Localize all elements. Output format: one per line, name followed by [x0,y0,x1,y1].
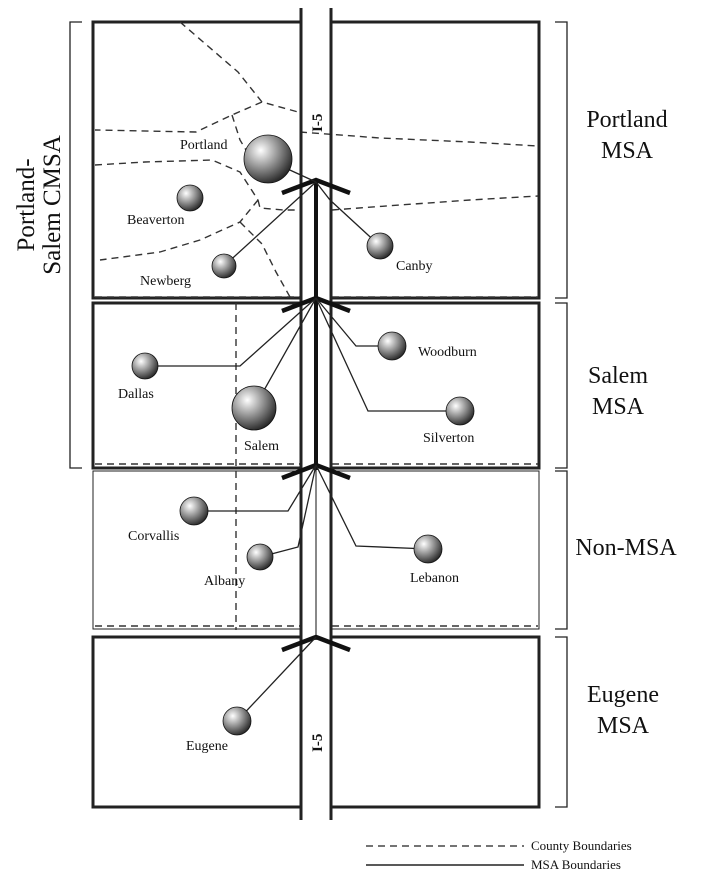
city-marker-newberg [211,253,237,279]
cmsa-label-line1: Portland- [13,158,40,251]
city-label-albany: Albany [204,574,245,589]
region-label-portland-line2: MSA [601,138,654,164]
eugene-msa-left-box [91,635,303,809]
city-labels: Portland Beaverton Newberg Canby Dallas … [118,138,477,754]
region-label-eugene-line1: Eugene [587,682,659,708]
county-boundaries [94,21,539,630]
i5-label-bottom: I-5 [310,734,326,752]
city-connectors [145,159,460,722]
city-label-eugene: Eugene [186,739,228,754]
city-label-corvallis: Corvallis [128,529,179,544]
legend-msa-label: MSA Boundaries [531,857,621,872]
i5-label-top: I-5 [310,114,326,132]
region-label-salem-line2: MSA [592,394,645,420]
cmsa-label-line2: Salem CMSA [39,135,66,275]
connector-corvallis [194,464,317,512]
legend: County Boundaries MSA Boundaries [366,838,632,872]
region-label-nonmsa: Non-MSA [575,535,677,561]
connector-silverton [315,297,460,412]
city-markers [131,134,475,736]
chevron-eugene [281,634,351,653]
connector-lebanon [315,464,429,550]
city-marker-dallas [131,352,159,380]
city-label-newberg: Newberg [140,274,191,289]
city-marker-silverton [445,396,475,426]
city-marker-lebanon [413,534,443,564]
city-marker-corvallis [179,496,209,526]
city-marker-woodburn [377,331,407,361]
city-marker-canby [366,232,394,260]
portland-msa-right-box [329,20,541,300]
city-label-lebanon: Lebanon [410,571,459,586]
region-label-eugene-line2: MSA [597,713,650,739]
city-marker-salem [231,385,277,431]
city-label-salem: Salem [244,439,279,454]
msa-brackets [555,21,568,808]
i5-corridor [299,8,333,820]
city-marker-albany [246,543,274,571]
city-marker-beaverton [176,184,204,212]
city-label-beaverton: Beaverton [127,213,185,228]
region-label-portland-line1: Portland [586,107,667,133]
legend-county-label: County Boundaries [531,838,632,853]
connector-newberg [223,181,317,267]
city-marker-portland [243,134,293,184]
connector-dallas [145,297,317,367]
region-labels: Portland MSA Salem MSA Non-MSA Eugene MS… [575,107,677,739]
city-label-woodburn: Woodburn [418,345,477,360]
city-label-dallas: Dallas [118,387,154,402]
region-label-salem-line1: Salem [588,363,648,389]
cmsa-bracket [69,21,82,469]
chevron-portland [281,177,351,196]
eugene-msa-right-box [329,635,541,809]
cmsa-label: Portland- Salem CMSA [13,135,66,275]
city-label-silverton: Silverton [423,431,474,446]
connector-canby [315,181,381,247]
connector-eugene [236,636,317,722]
city-marker-eugene [222,706,252,736]
city-label-canby: Canby [396,259,433,274]
city-label-portland: Portland [180,138,227,153]
